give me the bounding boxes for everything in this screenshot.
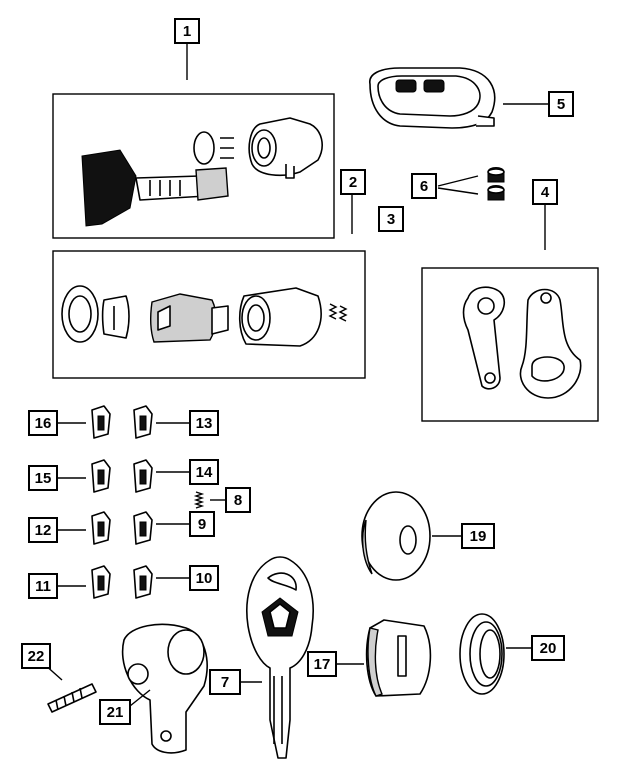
callout-21: 21: [99, 699, 131, 725]
svg-text:17: 17: [314, 656, 331, 673]
callout-22: 22: [21, 643, 51, 669]
callout-19: 19: [461, 523, 495, 549]
svg-text:16: 16: [35, 415, 52, 432]
callout-5: 5: [548, 91, 574, 117]
svg-text:7: 7: [221, 674, 229, 691]
callout-7: 7: [209, 669, 241, 695]
callout-16: 16: [28, 410, 58, 436]
grommet: [361, 491, 431, 581]
callout-13: 13: [189, 410, 219, 436]
key: [246, 556, 314, 759]
svg-text:22: 22: [28, 648, 45, 665]
svg-text:6: 6: [420, 178, 428, 195]
ignition-key-cylinder: [81, 117, 323, 227]
coil-spring: [459, 613, 505, 695]
svg-text:5: 5: [557, 96, 565, 113]
callout-4: 4: [532, 179, 558, 205]
callout-10: 10: [189, 565, 219, 591]
cam-lever-parts: [462, 286, 582, 399]
callout-9: 9: [189, 511, 215, 537]
svg-text:15: 15: [35, 470, 52, 487]
callout-1: 1: [174, 18, 200, 44]
svg-text:11: 11: [35, 578, 51, 595]
callout-2: 2: [340, 169, 366, 195]
svg-text:8: 8: [234, 492, 242, 509]
svg-text:12: 12: [35, 522, 52, 539]
door-lock-cylinder-kit: [61, 285, 348, 347]
leader-lines: [43, 43, 549, 707]
svg-text:10: 10: [196, 570, 213, 587]
spring-8: [193, 491, 205, 509]
svg-text:4: 4: [541, 184, 550, 201]
callout-20: 20: [531, 635, 565, 661]
callout-12: 12: [28, 517, 58, 543]
svg-text:20: 20: [540, 640, 557, 657]
callout-8: 8: [225, 487, 251, 513]
plug-caps: [487, 167, 505, 201]
cylinder-housing: [365, 619, 432, 697]
callout-17: 17: [307, 651, 337, 677]
svg-text:13: 13: [196, 415, 213, 432]
callout-3: 3: [378, 206, 404, 232]
svg-text:14: 14: [196, 464, 213, 481]
svg-text:1: 1: [183, 23, 191, 40]
svg-text:19: 19: [470, 528, 487, 545]
lock-assembly-bracket: [47, 623, 208, 754]
remote-key-fob: [369, 67, 496, 129]
callout-11: 11: [28, 573, 58, 599]
svg-text:9: 9: [198, 516, 206, 533]
svg-text:3: 3: [387, 211, 395, 228]
callout-15: 15: [28, 465, 58, 491]
callout-6: 6: [411, 173, 437, 199]
callout-14: 14: [189, 459, 219, 485]
cam-lever-frame: [421, 267, 599, 422]
svg-text:21: 21: [107, 704, 124, 721]
svg-text:2: 2: [349, 174, 357, 191]
tumbler-wafers: [91, 405, 205, 599]
